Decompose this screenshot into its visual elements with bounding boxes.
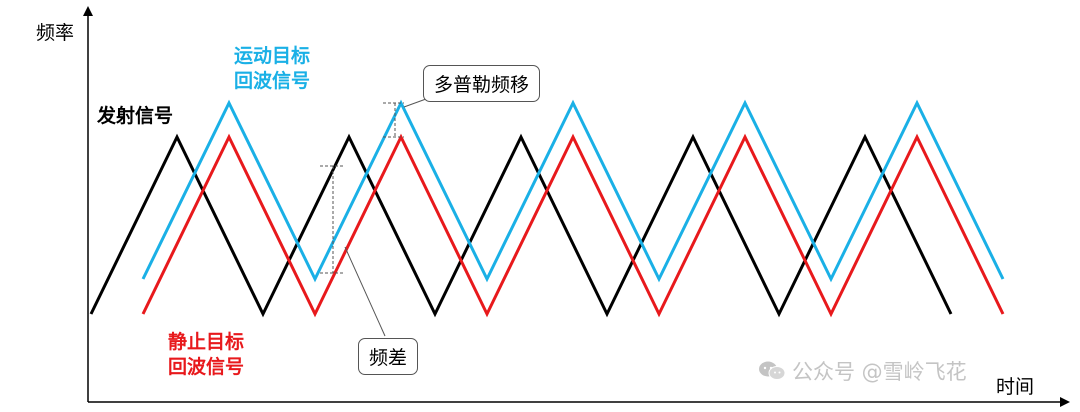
transmit-signal-label: 发射信号 — [97, 105, 174, 127]
wechat-icon — [758, 360, 786, 382]
moving-echo-wave — [141, 99, 1005, 283]
static-echo-label: 静止目标 回波信号 — [168, 331, 245, 378]
x-axis-label: 时间 — [996, 376, 1035, 398]
beat-callout-pointer — [344, 246, 386, 337]
doppler-shift-marker — [383, 102, 404, 138]
static-echo-wave — [141, 133, 1005, 318]
beat-frequency-marker — [320, 165, 345, 274]
watermark-text: 公众号 @雪岭飞花 — [792, 360, 967, 384]
x-axis-arrow — [1060, 397, 1070, 407]
moving-echo-label: 运动目标 回波信号 — [234, 45, 311, 92]
y-axis-arrow — [83, 6, 93, 16]
y-axis-label: 频率 — [36, 22, 75, 44]
beat-frequency-callout: 频差 — [358, 338, 419, 375]
transmit-signal-wave — [89, 133, 953, 318]
watermark: 公众号 @雪岭飞花 — [758, 356, 967, 386]
doppler-shift-callout: 多普勒频移 — [423, 65, 541, 102]
